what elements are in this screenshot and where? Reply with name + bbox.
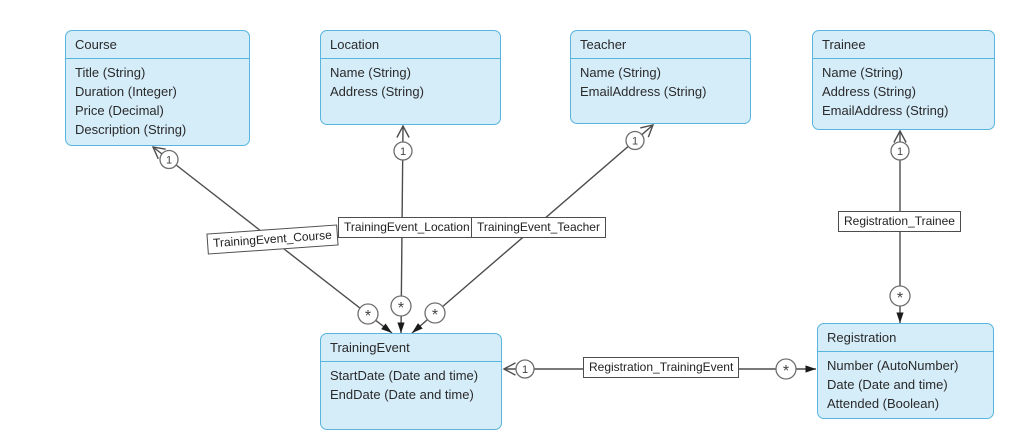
many-arrowhead bbox=[397, 322, 405, 333]
attribute-row: Description (String) bbox=[75, 122, 187, 137]
relationship-label-registration-trainingevent[interactable]: Registration_TrainingEvent bbox=[583, 357, 740, 378]
attribute-row: Name (String) bbox=[330, 65, 411, 80]
attribute-row: Date (Date and time) bbox=[827, 377, 948, 392]
entity-attributes: Name (String) EmailAddress (String) bbox=[571, 59, 750, 107]
entity-title: Registration bbox=[818, 324, 993, 352]
cardinality-one-label: 1 bbox=[400, 146, 406, 158]
wire-trainingevent-teacher: 1 * bbox=[411, 124, 655, 334]
attribute-row: Name (String) bbox=[580, 65, 661, 80]
one-arrowhead bbox=[502, 362, 516, 376]
one-arrowhead bbox=[396, 124, 410, 138]
cardinality-circle bbox=[625, 130, 645, 151]
cardinality-many-label: * bbox=[365, 308, 371, 325]
entity-attributes: Name (String) Address (String) bbox=[321, 59, 500, 107]
entity-attributes: Title (String) Duration (Integer) Price … bbox=[66, 59, 249, 145]
cardinality-one-label: 1 bbox=[522, 364, 528, 376]
cardinality-one-label: 1 bbox=[897, 146, 903, 158]
cardinality-circle bbox=[775, 358, 797, 380]
entity-attributes: Number (AutoNumber) Date (Date and time)… bbox=[818, 352, 993, 419]
relationship-label-trainingevent-location[interactable]: TrainingEvent_Location bbox=[338, 217, 476, 238]
attribute-row: Price (Decimal) bbox=[75, 103, 164, 118]
cardinality-circle bbox=[515, 359, 535, 379]
attribute-row: Address (String) bbox=[330, 84, 424, 99]
entity-location[interactable]: Location Name (String) Address (String) bbox=[320, 30, 501, 125]
many-arrowhead bbox=[412, 323, 423, 333]
many-arrowhead bbox=[896, 312, 904, 323]
cardinality-many-label: * bbox=[398, 300, 404, 317]
one-arrowhead bbox=[640, 124, 655, 138]
entity-title: Trainee bbox=[813, 31, 994, 59]
cardinality-circle bbox=[889, 285, 911, 307]
entity-title: Course bbox=[66, 31, 249, 59]
attribute-row: Name (String) bbox=[822, 65, 903, 80]
entity-title: Teacher bbox=[571, 31, 750, 59]
entity-attributes: Name (String) Address (String) EmailAddr… bbox=[813, 59, 994, 126]
cardinality-many-label: * bbox=[432, 307, 438, 324]
attribute-row: EndDate (Date and time) bbox=[330, 387, 474, 402]
attribute-row: Number (AutoNumber) bbox=[827, 358, 959, 373]
attribute-row: StartDate (Date and time) bbox=[330, 368, 479, 383]
many-arrowhead bbox=[805, 365, 816, 373]
entity-teacher[interactable]: Teacher Name (String) EmailAddress (Stri… bbox=[570, 30, 751, 124]
cardinality-many-label: * bbox=[897, 290, 903, 307]
cardinality-circle bbox=[159, 149, 179, 170]
cardinality-circle bbox=[424, 302, 446, 324]
entity-registration[interactable]: Registration Number (AutoNumber) Date (D… bbox=[817, 323, 994, 419]
entity-attributes: StartDate (Date and time) EndDate (Date … bbox=[321, 362, 501, 410]
entity-title: TrainingEvent bbox=[321, 334, 501, 362]
cardinality-circle bbox=[393, 141, 413, 161]
relationship-label-trainingevent-teacher[interactable]: TrainingEvent_Teacher bbox=[471, 217, 606, 238]
attribute-row: Attended (Boolean) bbox=[827, 396, 940, 411]
attribute-row: EmailAddress (String) bbox=[580, 84, 707, 99]
attribute-row: Address (String) bbox=[822, 84, 916, 99]
one-arrowhead bbox=[151, 146, 166, 160]
entity-course[interactable]: Course Title (String) Duration (Integer)… bbox=[65, 30, 250, 146]
cardinality-circle bbox=[390, 295, 412, 317]
relationship-label-registration-trainee[interactable]: Registration_Trainee bbox=[838, 211, 961, 232]
cardinality-one-label: 1 bbox=[166, 155, 172, 167]
many-arrowhead bbox=[381, 323, 392, 333]
cardinality-one-label: 1 bbox=[632, 136, 638, 148]
cardinality-many-label: * bbox=[783, 363, 789, 380]
entity-trainingevent[interactable]: TrainingEvent StartDate (Date and time) … bbox=[320, 333, 502, 430]
entity-trainee[interactable]: Trainee Name (String) Address (String) E… bbox=[812, 30, 995, 130]
entity-title: Location bbox=[321, 31, 500, 59]
attribute-row: EmailAddress (String) bbox=[822, 103, 949, 118]
attribute-row: Duration (Integer) bbox=[75, 84, 177, 99]
one-arrowhead bbox=[893, 129, 907, 143]
cardinality-circle bbox=[357, 303, 379, 325]
cardinality-circle bbox=[890, 141, 910, 161]
attribute-row: Title (String) bbox=[75, 65, 146, 80]
